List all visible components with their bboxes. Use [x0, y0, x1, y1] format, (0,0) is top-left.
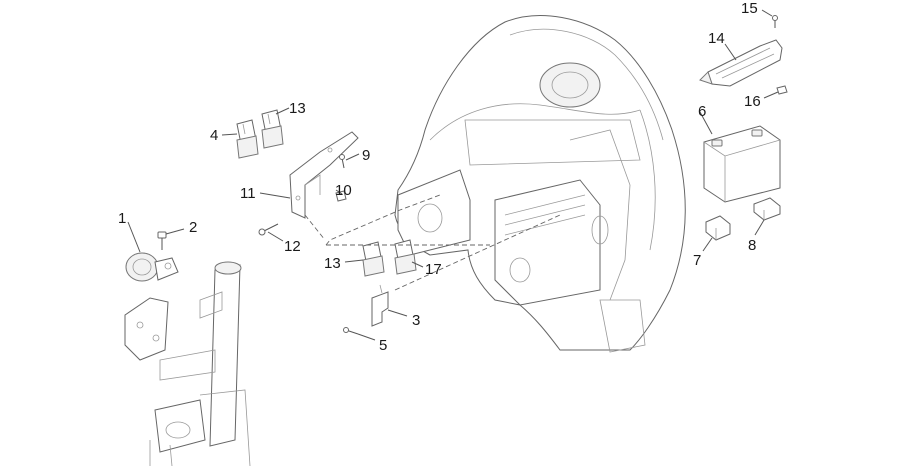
callout-4: 4: [210, 127, 218, 144]
callout-10: 10: [335, 182, 352, 199]
callout-14: 14: [708, 30, 725, 47]
screw-15-drawing: [772, 15, 778, 28]
battery-6-drawing: [703, 125, 781, 203]
callout-7: 7: [693, 252, 701, 269]
callout-13-top: 13: [289, 100, 306, 117]
screw-9-drawing: [339, 154, 345, 169]
bracket-11-drawing: [289, 131, 359, 219]
screw-12-drawing: [258, 223, 279, 236]
relay-17-drawing: [394, 239, 417, 275]
callout-13-bottom: 13: [324, 255, 341, 272]
callout-15: 15: [741, 0, 758, 17]
callout-17: 17: [425, 261, 442, 278]
clip-16-drawing: [776, 85, 788, 95]
battery-cover-14-drawing: [699, 39, 783, 87]
screw-5-drawing: [343, 327, 359, 335]
fuse-holder-7-drawing: [705, 215, 731, 241]
callout-labels: 1 2 3 4 5 6 7 8 9 10 11 12 13 13 14 15 1…: [118, 0, 761, 354]
relay-4-drawing: [236, 119, 259, 159]
callout-16: 16: [744, 93, 761, 110]
callout-1: 1: [118, 210, 126, 227]
nut-10-drawing: [335, 190, 347, 202]
screw-2-drawing: [157, 231, 167, 250]
steering-column-drawing: [124, 261, 251, 466]
callout-12: 12: [284, 238, 301, 255]
callout-3: 3: [412, 312, 420, 329]
bracket-3-drawing: [371, 284, 389, 327]
callout-2: 2: [189, 219, 197, 236]
fuse-holder-8-drawing: [753, 197, 781, 221]
relay-13-top-drawing: [261, 109, 284, 149]
callout-8: 8: [748, 237, 756, 254]
assembly-dashed-lines: [304, 194, 561, 291]
relay-13-bottom-drawing: [362, 241, 385, 277]
callout-5: 5: [379, 337, 387, 354]
callout-11: 11: [240, 185, 256, 202]
callout-6: 6: [698, 103, 706, 120]
leader-lines: [127, 9, 779, 341]
horn-drawing: [125, 252, 179, 282]
body-shell-drawing: [394, 15, 686, 353]
callout-9: 9: [362, 147, 370, 164]
